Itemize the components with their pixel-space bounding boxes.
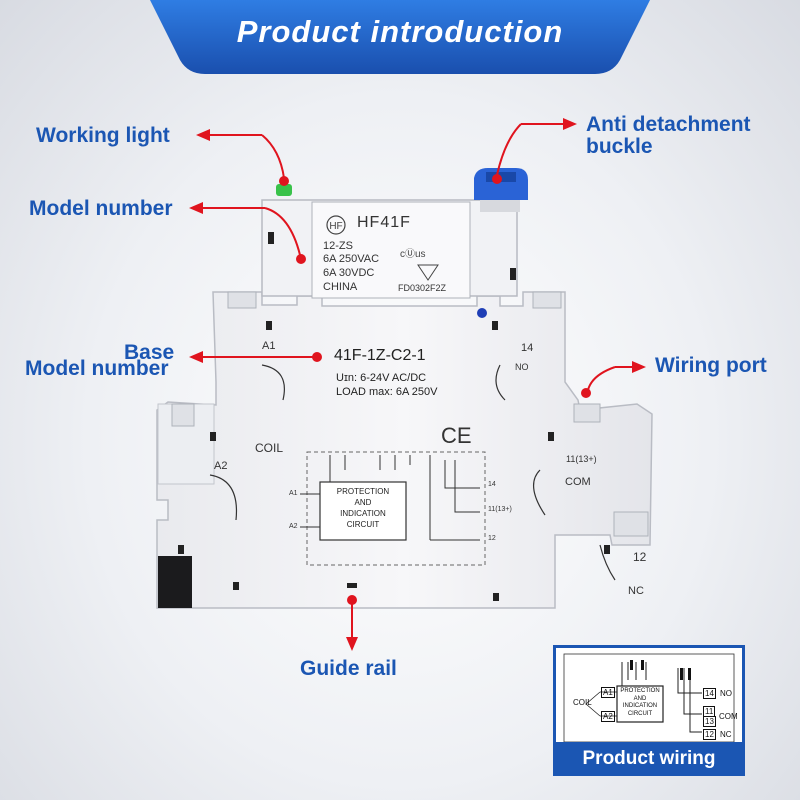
wiring-circuit-label: PROTECTION AND INDICATION CIRCUIT [620, 688, 660, 717]
circuit-label: PROTECTION AND INDICATION CIRCUIT [336, 487, 390, 529]
callout-base-line2: Model number [25, 357, 169, 380]
schem-a2: A2 [289, 523, 298, 530]
terminal-a1: A1 [262, 340, 276, 352]
wiring-14: 14 [703, 688, 716, 699]
base-model: 41F-1Z-C2-1 [334, 347, 426, 364]
callout-anti-detach-line2: buckle [586, 135, 653, 158]
svg-text:cⓊus: cⓊus [400, 248, 426, 260]
schem-14: 14 [488, 481, 496, 488]
callout-model-number: Model number [29, 197, 173, 220]
wiring-schematic [563, 653, 735, 743]
callout-base-line1: Base [124, 341, 175, 364]
relay-cert: FD0302F2Z [398, 283, 447, 293]
relay-line4: CHINA [323, 281, 358, 293]
relay-line3: 6A 30VDC [323, 267, 375, 279]
terminal-coil: COIL [255, 441, 284, 455]
terminal-14: 14 [521, 342, 534, 354]
wiring-nc: NC [720, 730, 732, 739]
terminal-com: COM [565, 476, 591, 488]
schem-11: 11(13+) [488, 506, 512, 513]
terminal-no: NO [515, 362, 529, 372]
wiring-12: 12 [703, 729, 716, 740]
title-banner [150, 0, 650, 74]
relay-model: HF41F [357, 214, 411, 231]
terminal-12: 12 [633, 550, 647, 564]
relay-line2: 6A 250VAC [323, 253, 380, 265]
wiring-caption: Product wiring [553, 742, 745, 776]
wiring-no: NO [720, 689, 732, 698]
relay-line1: 12-ZS [323, 240, 353, 252]
base-uin: Uɪn: 6-24V AC/DC [336, 372, 427, 384]
wiring-a2: A2 [601, 711, 615, 722]
terminal-11: 11(13+) [566, 454, 597, 464]
page-title: Product introduction [236, 14, 564, 49]
wiring-13: 13 [703, 716, 716, 727]
callout-guide-rail: Guide rail [300, 657, 397, 680]
terminal-nc: NC [628, 585, 644, 597]
callout-anti-detach-line1: Anti detachment [586, 113, 751, 136]
schem-12: 12 [488, 535, 496, 542]
wiring-coil: COIL [573, 698, 592, 707]
svg-text:HF: HF [329, 221, 342, 232]
base-load: LOAD max: 6A 250V [336, 386, 438, 398]
svg-text:CE: CE [441, 423, 472, 448]
callout-wiring-port: Wiring port [655, 354, 767, 377]
wiring-com: COM [719, 712, 738, 721]
schem-a1: A1 [289, 490, 298, 497]
terminal-a2: A2 [214, 460, 228, 472]
callout-working-light: Working light [36, 124, 170, 147]
wiring-a1: A1 [601, 687, 615, 698]
